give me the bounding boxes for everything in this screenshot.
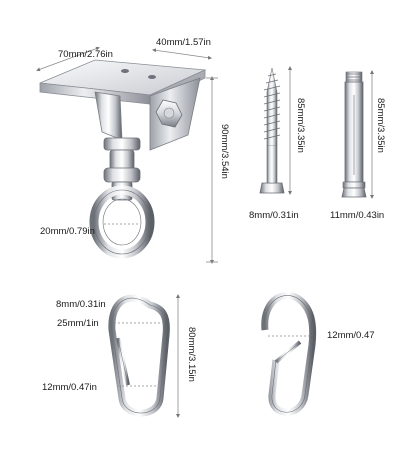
hook-gap-label: 12mm/0.47 <box>327 330 375 341</box>
anchor-bolt-length-label: 85mm/3.35in <box>375 98 386 153</box>
anchor-bolt-icon <box>341 71 367 198</box>
lag-screw-diameter-label: 8mm/0.31in <box>249 210 299 221</box>
ceiling-mount-icon <box>39 59 207 259</box>
carabiner-icon <box>108 294 170 417</box>
spring-hook-icon <box>261 291 317 416</box>
mount-width-label: 70mm/2.76in <box>58 49 113 60</box>
mount-height-label: 90mm/3.54in <box>219 124 230 179</box>
anchor-bolt-diameter-label: 11mm/0.43in <box>330 210 385 221</box>
carabiner-wire-label: 8mm/0.31in <box>56 299 106 310</box>
lag-screw-length-label: 85mm/3.35in <box>295 98 306 153</box>
mount-depth-label: 40mm/1.57in <box>156 37 211 48</box>
mount-ring-label: 20mm/0.79in <box>40 226 95 237</box>
carabiner-bottom-label: 12mm/0.47in <box>42 382 97 393</box>
carabiner-length-label: 80mm/3.15in <box>186 327 197 382</box>
lag-screw-icon <box>259 67 285 194</box>
carabiner-opening-label: 25mm/1in <box>57 318 99 329</box>
